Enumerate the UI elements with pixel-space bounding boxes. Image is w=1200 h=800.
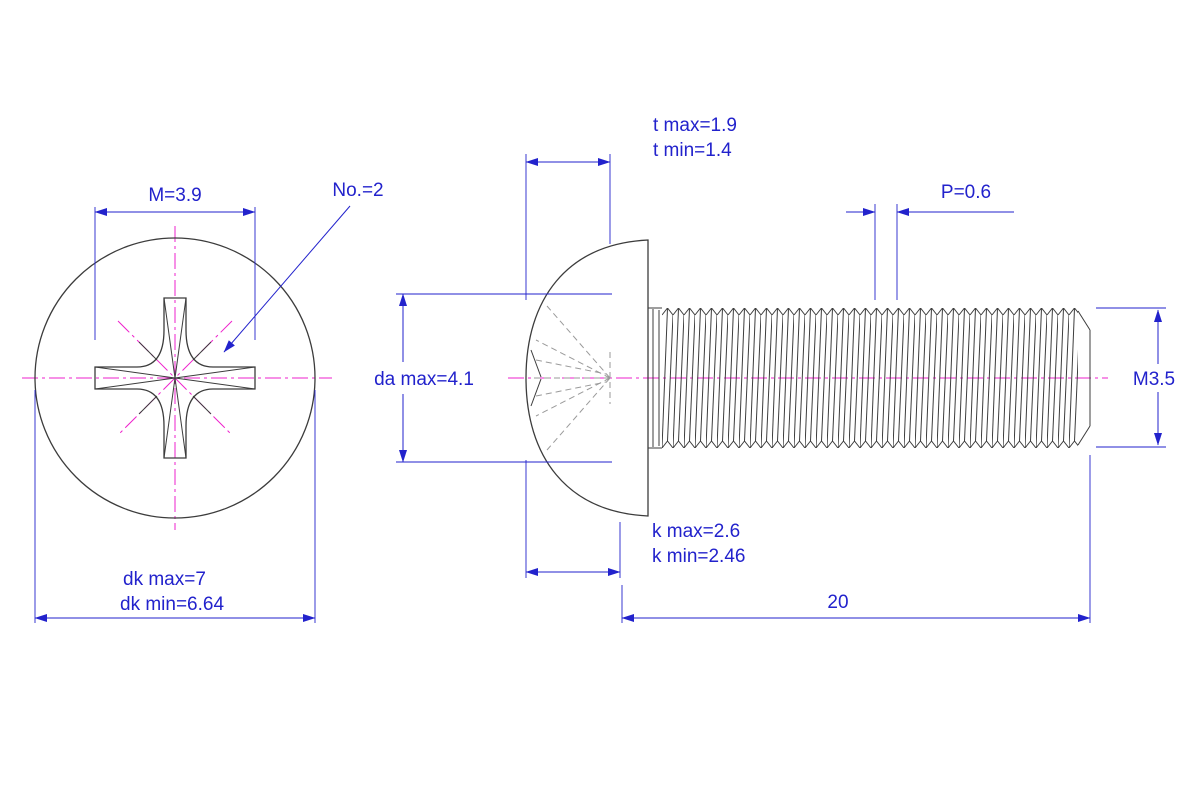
dim-t-max-label: t max=1.9 [653,115,737,136]
callout-no2: No.=2 [223,180,384,353]
dim-t-min-label: t min=1.4 [653,140,732,161]
dim-thread-size: M3.5 [1096,307,1175,448]
head-profile [525,239,649,517]
dim-t: t max=1.9 t min=1.4 [525,115,737,300]
dim-da-label: da max=4.1 [374,369,474,390]
dim-k: k max=2.6 k min=2.46 [525,460,745,578]
dim-length-label: 20 [827,592,848,613]
dim-da: da max=4.1 [374,293,612,463]
dim-thread-size-label: M3.5 [1133,369,1175,390]
recess-hidden-lines [532,305,611,451]
dim-k-max-label: k max=2.6 [652,521,740,542]
dim-m-label: M=3.9 [148,185,201,206]
recess-notch [530,349,542,407]
dim-p-label: P=0.6 [941,182,991,203]
dim-dk: dk max=7 dk min=6.64 [34,390,316,623]
screw-side-view: t max=1.9 t min=1.4 P=0.6 da max=4.1 M3.… [374,115,1175,623]
phillips-recess [94,297,256,459]
thread-end-chamfer [1077,310,1091,446]
callout-no2-label: No.=2 [332,180,383,201]
dim-length: 20 [621,455,1091,623]
dim-k-min-label: k min=2.46 [652,546,745,567]
phillips-cross-inner-lines [94,297,256,459]
dim-dk-max-label: dk max=7 [123,569,206,590]
head-circle [34,237,316,519]
screw-front-view: M=3.9 No.=2 dk max=7 dk min=6.64 [22,180,384,623]
dim-m: M=3.9 [94,185,256,340]
thread [648,307,1091,449]
thread-pattern [662,308,1078,448]
dim-dk-min-label: dk min=6.64 [120,594,224,615]
dim-p: P=0.6 [846,182,1014,300]
